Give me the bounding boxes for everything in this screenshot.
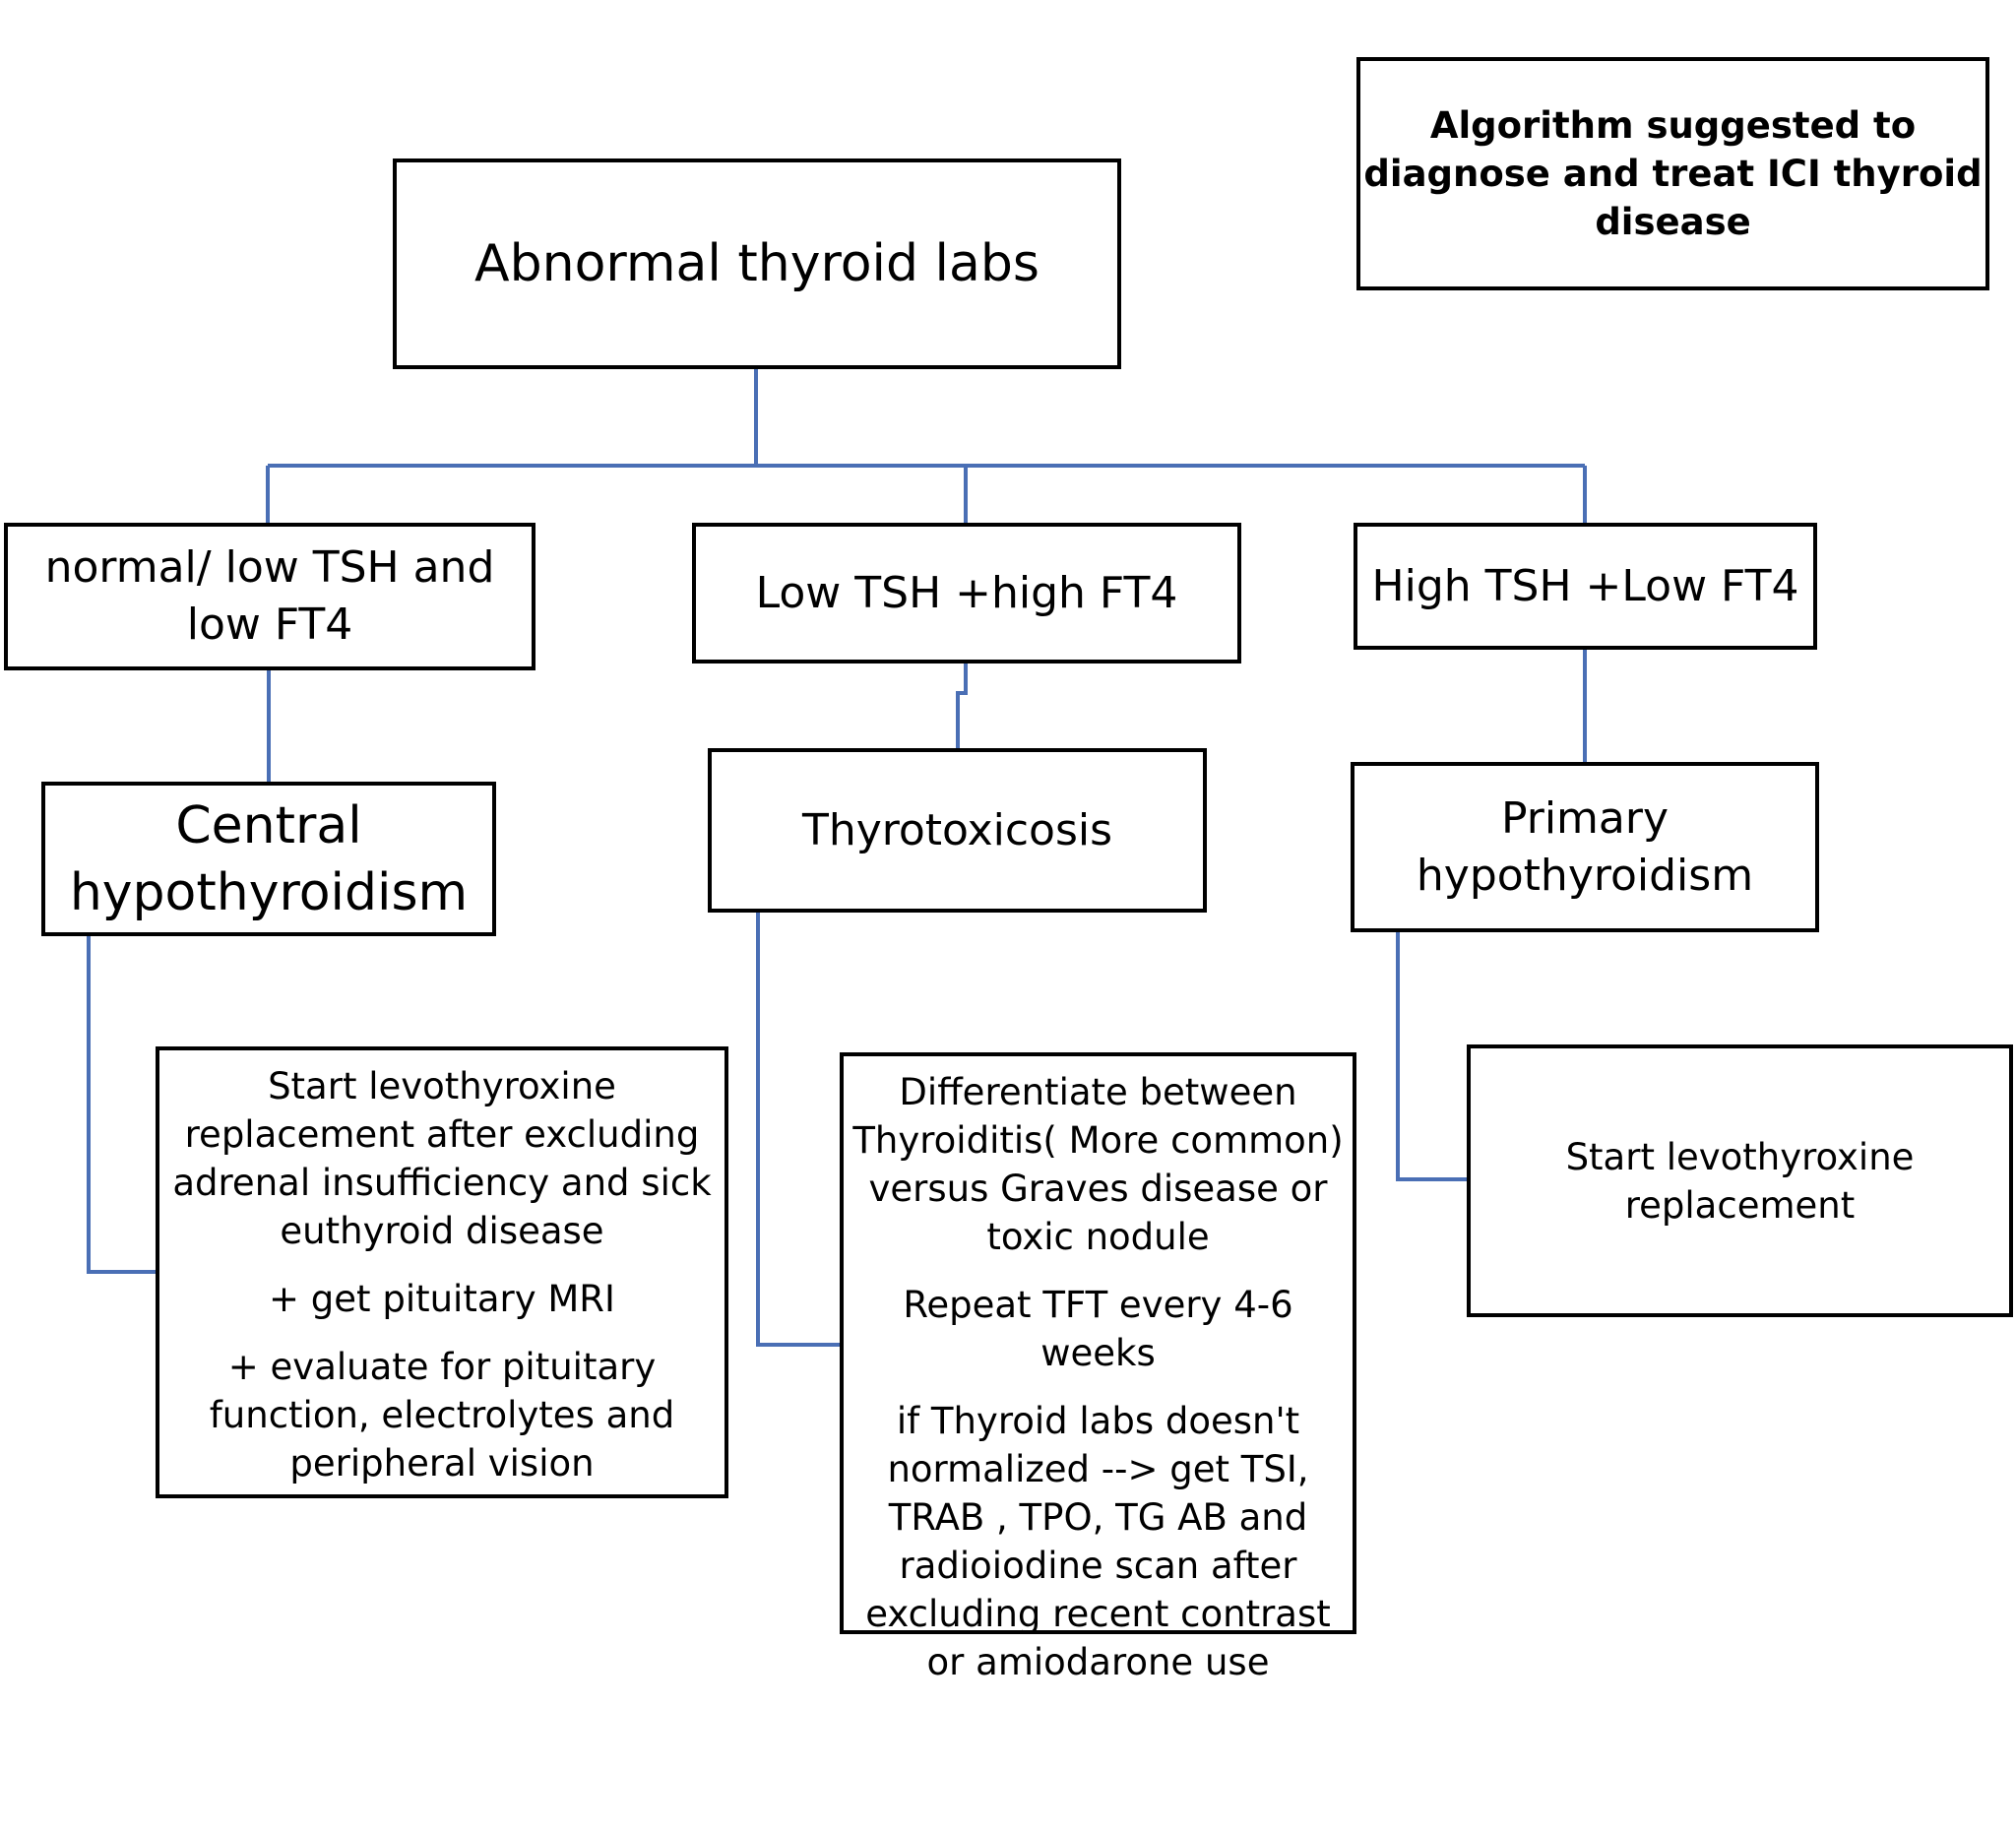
management-step: + get pituitary MRI	[269, 1278, 615, 1320]
connector-diagnosis-3-to-management-3	[1396, 932, 1467, 1181]
diagnosis-label: Thyrotoxicosis	[801, 805, 1113, 855]
diagram-title-box: Algorithm suggested to diagnose and trea…	[1356, 57, 1989, 290]
root-node-label: Abnormal thyroid labs	[474, 234, 1040, 293]
management-node-central: Start levothyroxine replacement after ex…	[156, 1046, 728, 1498]
management-node-primary: Start levothyroxine replacement	[1467, 1044, 2013, 1317]
management-step: Start levothyroxine replacement	[1565, 1135, 1915, 1227]
condition-label: Low TSH +high FT4	[755, 568, 1178, 618]
connector-diagnosis-1-to-management-1	[87, 936, 156, 1274]
management-step: if Thyroid labs doesn't normalized --> g…	[865, 1400, 1331, 1683]
diagnosis-node-primary-hypothyroidism: Primary hypothyroidism	[1351, 762, 1819, 932]
condition-label: High TSH +Low FT4	[1371, 561, 1799, 611]
diagnosis-label: Primary hypothyroidism	[1416, 792, 1754, 901]
management-step: Start levothyroxine replacement after ex…	[172, 1065, 712, 1252]
management-node-thyrotoxicosis: Differentiate between Thyroiditis( More …	[840, 1052, 1356, 1683]
condition-node-thyrotoxicosis: Low TSH +high FT4	[692, 523, 1241, 664]
diagnosis-node-thyrotoxicosis: Thyrotoxicosis	[708, 748, 1207, 913]
management-step: + evaluate for pituitary function, elect…	[209, 1346, 675, 1485]
root-node: Abnormal thyroid labs	[393, 158, 1121, 369]
condition-node-primary: High TSH +Low FT4	[1354, 523, 1817, 650]
diagnosis-node-central-hypothyroidism: Central hypothyroidism	[41, 782, 496, 936]
management-step: Differentiate between Thyroiditis( More …	[852, 1071, 1344, 1258]
condition-node-central: normal/ low TSH and low FT4	[4, 523, 536, 670]
diagnosis-label: Central hypothyroidism	[69, 795, 469, 922]
condition-label: normal/ low TSH and low FT4	[44, 542, 495, 650]
connector-diagnosis-2-to-management-2	[756, 913, 840, 1347]
management-step: Repeat TFT every 4-6 weeks	[903, 1284, 1293, 1374]
diagram-title: Algorithm suggested to diagnose and trea…	[1363, 104, 1983, 243]
connector-condition-2-to-diagnosis-2	[956, 664, 968, 748]
